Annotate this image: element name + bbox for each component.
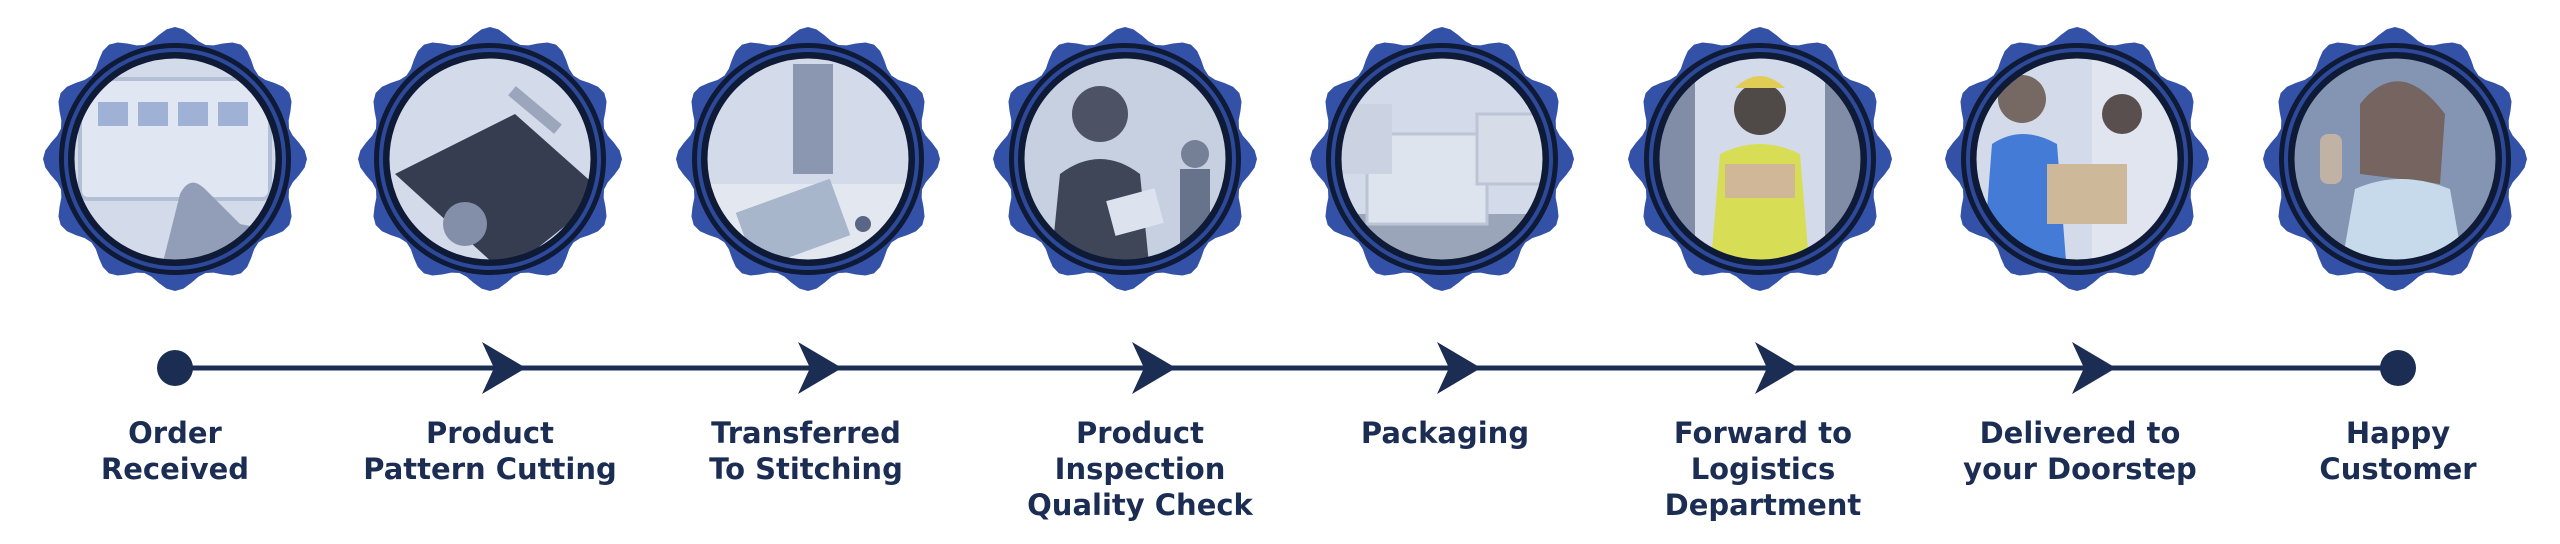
step-badge-8 <box>2260 24 2530 294</box>
timeline-arrow-4 <box>1437 342 1481 394</box>
step-label-line: Happy <box>2345 416 2451 450</box>
step-badge-7 <box>1942 24 2212 294</box>
hand-touchscreen-icon <box>43 27 307 291</box>
timeline-arrow-2 <box>798 342 842 394</box>
step-badge-3 <box>673 24 943 294</box>
step-label-line: Packaging <box>1360 416 1530 450</box>
step-label-line: your Doorstep <box>1963 452 2197 486</box>
happy-customer-icon <box>2263 27 2527 291</box>
step-label-line: Delivered to <box>1979 416 2181 450</box>
timeline-arrow-3 <box>1132 342 1176 394</box>
step-badge-4 <box>990 24 1260 294</box>
step-label-line: Logistics <box>1690 452 1836 486</box>
step-label-line: Product <box>1076 416 1204 450</box>
step-label-line: Product <box>426 416 554 450</box>
timeline-arrow-6 <box>2072 342 2116 394</box>
step-label-line: Forward to <box>1673 416 1853 450</box>
step-label-line: Inspection <box>1054 452 1226 486</box>
timeline-end-dot <box>2380 350 2416 386</box>
step-label-line: Transferred <box>711 416 901 450</box>
step-badge-1 <box>40 24 310 294</box>
step-label-line: To Stitching <box>709 452 903 486</box>
courier-delivery-icon <box>1945 27 2209 291</box>
warehouse-worker-icon <box>1628 27 1892 291</box>
step-label-line: Department <box>1664 488 1862 522</box>
step-badge-2 <box>355 24 625 294</box>
badge-row <box>40 24 2530 294</box>
step-badge-5 <box>1307 24 1577 294</box>
timeline <box>0 330 2560 410</box>
step-label-5: Packaging <box>1305 415 1585 451</box>
step-label-line: Pattern Cutting <box>363 452 617 486</box>
step-label-line: Quality Check <box>1027 488 1253 522</box>
timeline-svg <box>157 342 2416 394</box>
timeline-start-dot <box>157 350 193 386</box>
timeline-arrow-1 <box>482 342 526 394</box>
timeline-arrow-5 <box>1755 342 1799 394</box>
step-label-line: Customer <box>2319 452 2477 486</box>
inspector-clipboard-icon <box>993 27 1257 291</box>
sewing-machine-icon <box>676 27 940 291</box>
boxes-conveyor-icon <box>1310 27 1574 291</box>
fabric-cutting-icon <box>358 27 622 291</box>
step-badge-6 <box>1625 24 1895 294</box>
step-label-line: Received <box>100 452 250 486</box>
step-label-line: Order <box>128 416 222 450</box>
